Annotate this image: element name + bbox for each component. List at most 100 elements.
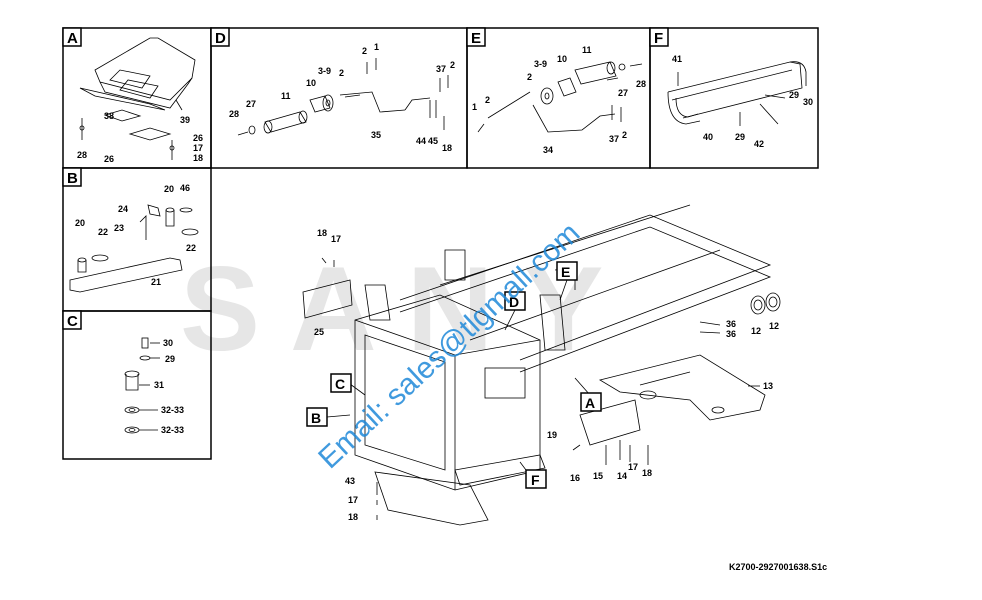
label-d-10: 10 bbox=[306, 78, 316, 88]
panel-e-letter: E bbox=[471, 30, 481, 47]
label-e-34: 34 bbox=[543, 145, 553, 155]
label-d-45: 45 bbox=[428, 136, 438, 146]
label-main-15: 15 bbox=[593, 471, 603, 481]
callout-c: C bbox=[335, 376, 345, 392]
label-d-1: 1 bbox=[374, 42, 379, 52]
label-a-18: 18 bbox=[193, 153, 203, 163]
label-d-18: 18 bbox=[442, 143, 452, 153]
label-b-20a: 20 bbox=[164, 184, 174, 194]
label-main-25: 25 bbox=[314, 327, 324, 337]
panel-a-letter: A bbox=[67, 30, 78, 47]
label-main-17a: 17 bbox=[331, 234, 341, 244]
label-b-20b: 20 bbox=[75, 218, 85, 228]
label-a-17: 17 bbox=[193, 143, 203, 153]
panel-d-drawing bbox=[237, 58, 449, 136]
label-main-17b: 17 bbox=[628, 462, 638, 472]
panel-d-letter-box: D bbox=[210, 27, 230, 47]
label-a-39: 39 bbox=[180, 115, 190, 125]
panel-f-labels: 41 29 30 40 29 42 bbox=[672, 54, 813, 149]
callout-f: F bbox=[531, 472, 540, 488]
drawing-code: K2700-2927001638.S1c bbox=[729, 562, 828, 572]
callout-box-a: A bbox=[580, 392, 602, 412]
label-b-46: 46 bbox=[180, 183, 190, 193]
callout-a: A bbox=[585, 395, 595, 411]
label-c-32-33a: 32-33 bbox=[161, 405, 184, 415]
label-d-35: 35 bbox=[371, 130, 381, 140]
label-d-2c: 2 bbox=[450, 60, 455, 70]
label-b-24: 24 bbox=[118, 204, 128, 214]
label-main-16: 16 bbox=[570, 473, 580, 483]
label-e-2c: 2 bbox=[622, 130, 627, 140]
label-main-17c: 17 bbox=[348, 495, 358, 505]
label-a-28: 28 bbox=[77, 150, 87, 160]
label-main-13: 13 bbox=[763, 381, 773, 391]
label-main-18c: 18 bbox=[348, 512, 358, 522]
panel-b-labels: 20 46 24 23 20 22 22 21 bbox=[75, 183, 196, 287]
label-b-22b: 22 bbox=[186, 243, 196, 253]
panel-f-letter-box: F bbox=[649, 27, 669, 47]
label-d-44: 44 bbox=[416, 136, 426, 146]
callout-box-c: C bbox=[330, 373, 352, 393]
main-labels: 18 17 25 36 36 12 12 13 19 16 15 14 17 1… bbox=[314, 228, 779, 522]
callout-box-e: E bbox=[556, 261, 578, 281]
label-e-3-9: 3-9 bbox=[534, 59, 547, 69]
label-d-2b: 2 bbox=[339, 68, 344, 78]
label-main-43: 43 bbox=[345, 476, 355, 486]
label-d-37: 37 bbox=[436, 64, 446, 74]
label-e-2a: 2 bbox=[527, 72, 532, 82]
panel-a-letter-box: A bbox=[62, 27, 82, 47]
label-main-36b: 36 bbox=[726, 329, 736, 339]
label-a-26b: 26 bbox=[104, 154, 114, 164]
label-e-10: 10 bbox=[557, 54, 567, 64]
label-d-2a: 2 bbox=[362, 46, 367, 56]
panel-a-labels: 38 39 28 26 26 17 18 bbox=[77, 111, 203, 164]
panel-f-drawing bbox=[667, 61, 807, 126]
callout-box-d: D bbox=[504, 291, 526, 311]
label-main-36a: 36 bbox=[726, 319, 736, 329]
panel-d-labels: 2 1 3-9 2 10 27 11 28 35 37 2 44 45 18 bbox=[229, 42, 455, 153]
label-f-30: 30 bbox=[803, 97, 813, 107]
panel-c-letter-box: C bbox=[62, 310, 82, 330]
label-main-14: 14 bbox=[617, 471, 627, 481]
label-main-19: 19 bbox=[547, 430, 557, 440]
label-b-21: 21 bbox=[151, 277, 161, 287]
label-d-28: 28 bbox=[229, 109, 239, 119]
panel-b-letter-box: B bbox=[62, 167, 82, 187]
callout-box-b: B bbox=[306, 407, 328, 427]
main-frame-drawing bbox=[302, 204, 781, 526]
label-e-2b: 2 bbox=[485, 95, 490, 105]
label-d-27: 27 bbox=[246, 99, 256, 109]
panel-f-letter: F bbox=[654, 30, 663, 47]
panel-e-letter-box: E bbox=[466, 27, 486, 47]
label-d-11: 11 bbox=[281, 91, 291, 101]
label-f-40: 40 bbox=[703, 132, 713, 142]
label-main-18b: 18 bbox=[642, 468, 652, 478]
panel-b-letter: B bbox=[67, 170, 78, 187]
panel-b-drawing bbox=[69, 204, 199, 293]
label-e-1: 1 bbox=[472, 102, 477, 112]
label-f-41: 41 bbox=[672, 54, 682, 64]
panel-c-labels: 30 29 31 32-33 32-33 bbox=[154, 338, 184, 435]
panel-d-letter: D bbox=[215, 30, 226, 47]
panel-c-letter: C bbox=[67, 313, 78, 330]
label-main-12b: 12 bbox=[769, 321, 779, 331]
callout-b: B bbox=[311, 410, 321, 426]
callout-box-f: F bbox=[525, 469, 547, 489]
label-f-42: 42 bbox=[754, 139, 764, 149]
panel-a-drawing bbox=[79, 37, 196, 160]
label-e-27: 27 bbox=[618, 88, 628, 98]
label-a-38: 38 bbox=[104, 111, 114, 121]
label-b-23: 23 bbox=[114, 223, 124, 233]
label-e-37: 37 bbox=[609, 134, 619, 144]
label-f-29a: 29 bbox=[789, 90, 799, 100]
callout-e: E bbox=[561, 264, 570, 280]
label-f-29b: 29 bbox=[735, 132, 745, 142]
panel-e-labels: 11 10 3-9 2 2 1 28 27 37 2 34 bbox=[472, 45, 646, 155]
label-a-26a: 26 bbox=[193, 133, 203, 143]
panel-c-drawing bbox=[124, 337, 160, 434]
label-c-32-33b: 32-33 bbox=[161, 425, 184, 435]
panel-e-drawing bbox=[477, 61, 643, 133]
label-e-28: 28 bbox=[636, 79, 646, 89]
label-d-3-9: 3-9 bbox=[318, 66, 331, 76]
